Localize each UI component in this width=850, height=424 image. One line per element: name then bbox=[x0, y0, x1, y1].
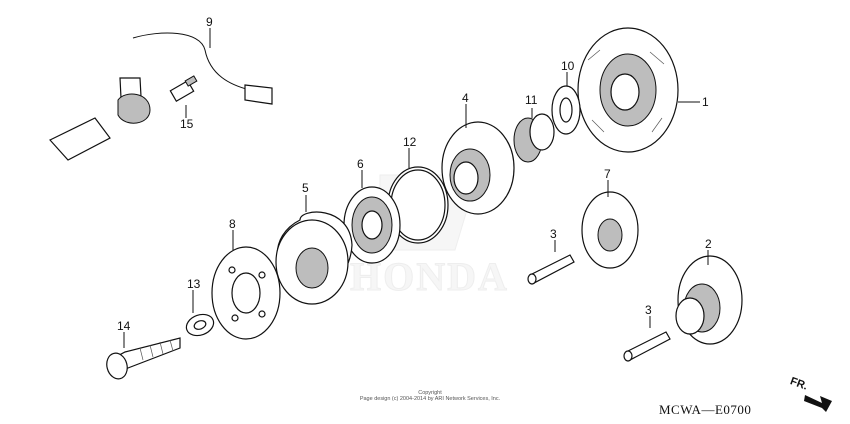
callout-11: 13 bbox=[187, 277, 201, 291]
part-11-washer bbox=[185, 290, 215, 337]
part-9-wire-harness bbox=[49, 28, 273, 161]
part-12-washer bbox=[551, 72, 581, 135]
part-6-one-way-clutch bbox=[343, 170, 401, 264]
watermark-text: HONDA bbox=[350, 254, 509, 299]
callout-2: 2 bbox=[705, 237, 712, 251]
callout-9: 9 bbox=[206, 15, 213, 29]
part-3-shaft-lower bbox=[623, 316, 671, 362]
callout-10: 14 bbox=[117, 319, 131, 333]
callout-1: 1 bbox=[702, 95, 709, 109]
part-10-flange-bolt bbox=[106, 332, 181, 380]
callout-4: 4 bbox=[462, 91, 469, 105]
part-3-shaft-upper bbox=[527, 240, 575, 285]
callout-8: 8 bbox=[229, 217, 236, 231]
callout-6: 6 bbox=[357, 157, 364, 171]
callout-12: 10 bbox=[561, 59, 575, 73]
callout-5: 5 bbox=[302, 181, 309, 195]
callout-3a: 3 bbox=[550, 227, 557, 241]
callout-13: 11 bbox=[525, 93, 538, 107]
copyright-line-2: Page design (c) 2004-2014 by ARI Network… bbox=[359, 396, 501, 402]
diagram-code: MCWA—E0700 bbox=[659, 402, 752, 417]
part-7-idle-gear bbox=[581, 180, 639, 269]
callout-3b: 3 bbox=[645, 303, 652, 317]
part-2-reduction-gear bbox=[675, 250, 743, 345]
callout-14: 12 bbox=[403, 135, 417, 149]
callout-15: 15 bbox=[180, 117, 194, 131]
part-14-o-ring bbox=[387, 148, 449, 244]
part-5-clutch-outer bbox=[275, 195, 353, 305]
copyright-line-1: Copyright bbox=[418, 390, 442, 396]
part-4-gear bbox=[441, 104, 515, 215]
part-15-bolt bbox=[169, 75, 198, 118]
part-8-rotor-plate bbox=[211, 230, 281, 340]
part-1-driven-gear bbox=[577, 27, 700, 153]
part-13-needle-bearing bbox=[513, 108, 555, 163]
callout-7: 7 bbox=[604, 167, 611, 181]
front-direction-arrow-icon bbox=[804, 395, 832, 412]
